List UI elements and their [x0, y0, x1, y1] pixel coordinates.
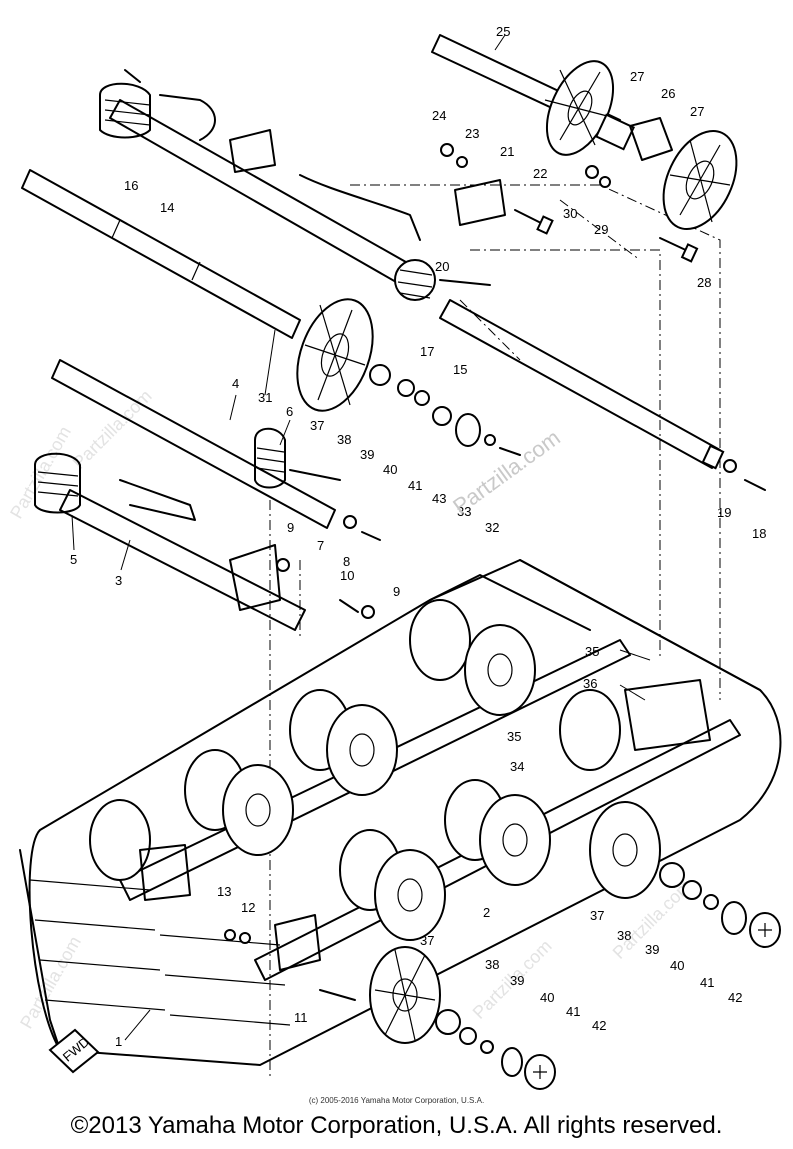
callout-25: 25 [496, 24, 510, 39]
callout-9: 9 [287, 520, 294, 535]
upper-wheel-axle-assembly [431, 34, 738, 231]
main-copyright: ©2013 Yamaha Motor Corporation, U.S.A. A… [70, 1112, 723, 1139]
callout-40: 40 [383, 462, 397, 477]
callout-27: 27 [630, 69, 644, 84]
long-shaft [439, 299, 766, 491]
callout-8: 8 [343, 554, 350, 569]
idler-wheel-upper [296, 298, 521, 456]
callout-41: 41 [700, 975, 714, 990]
track-assembly [19, 559, 782, 1066]
callout-35: 35 [507, 729, 521, 744]
callout-3: 3 [115, 573, 122, 588]
callout-39: 39 [360, 447, 374, 462]
bracket-and-bolts-upper [440, 143, 699, 263]
callout-9: 9 [393, 584, 400, 599]
callout-30: 30 [563, 206, 577, 221]
callout-24: 24 [432, 108, 446, 123]
callout-22: 22 [533, 166, 547, 181]
callout-18: 18 [752, 526, 766, 541]
callout-39: 39 [645, 942, 659, 957]
callout-15: 15 [453, 362, 467, 377]
lower-right-wheel-parts [659, 862, 781, 948]
callout-29: 29 [594, 222, 608, 237]
callout-1: 1 [115, 1034, 122, 1049]
callout-2: 2 [483, 905, 490, 920]
callout-35: 35 [585, 644, 599, 659]
callout-38: 38 [485, 957, 499, 972]
callout-10: 10 [340, 568, 354, 583]
fwd-arrow: FWD [48, 1028, 100, 1074]
callout-28: 28 [697, 275, 711, 290]
callout-11: 11 [294, 1010, 308, 1025]
callout-38: 38 [337, 432, 351, 447]
faint-watermark: Partzilla.com [16, 933, 85, 1032]
faint-watermark: Partzilla.com [69, 386, 156, 473]
callout-26: 26 [661, 86, 675, 101]
callout-4: 4 [232, 376, 239, 391]
callout-37: 37 [420, 933, 434, 948]
callout-27: 27 [690, 104, 704, 119]
callout-13: 13 [217, 884, 231, 899]
front-arm-assembly [34, 452, 375, 631]
callout-42: 42 [592, 1018, 606, 1033]
callout-16: 16 [124, 178, 138, 193]
callout-40: 40 [670, 958, 684, 973]
rear-arm-assembly [99, 69, 491, 301]
callout-20: 20 [435, 259, 449, 274]
callout-41: 41 [408, 478, 422, 493]
callout-19: 19 [717, 505, 731, 520]
front-shaft-assembly [51, 359, 381, 541]
callout-37: 37 [590, 908, 604, 923]
callout-43: 43 [432, 491, 446, 506]
callout-17: 17 [420, 344, 434, 359]
callout-42: 42 [728, 990, 742, 1005]
callout-36: 36 [583, 676, 597, 691]
leader-lines [71, 34, 651, 1041]
callout-numbers: 25 27 26 27 24 23 21 22 30 29 16 14 28 2… [70, 24, 766, 1049]
small-copyright: (c) 2005-2016 Yamaha Motor Corporation, … [308, 1096, 485, 1105]
callout-39: 39 [510, 973, 524, 988]
lower-front-wheel-parts [224, 929, 556, 1090]
callout-33: 33 [457, 504, 471, 519]
callout-32: 32 [485, 520, 499, 535]
shaft-31 [21, 169, 301, 339]
callout-23: 23 [465, 126, 479, 141]
track-wheels [89, 599, 711, 971]
callout-34: 34 [510, 759, 524, 774]
callout-5: 5 [70, 552, 77, 567]
callout-41: 41 [566, 1004, 580, 1019]
callout-6: 6 [286, 404, 293, 419]
callout-38: 38 [617, 928, 631, 943]
callout-14: 14 [160, 200, 174, 215]
callout-21: 21 [500, 144, 514, 159]
callout-37: 37 [310, 418, 324, 433]
callout-31: 31 [258, 390, 272, 405]
callout-7: 7 [317, 538, 324, 553]
callout-40: 40 [540, 990, 554, 1005]
callout-12: 12 [241, 900, 255, 915]
